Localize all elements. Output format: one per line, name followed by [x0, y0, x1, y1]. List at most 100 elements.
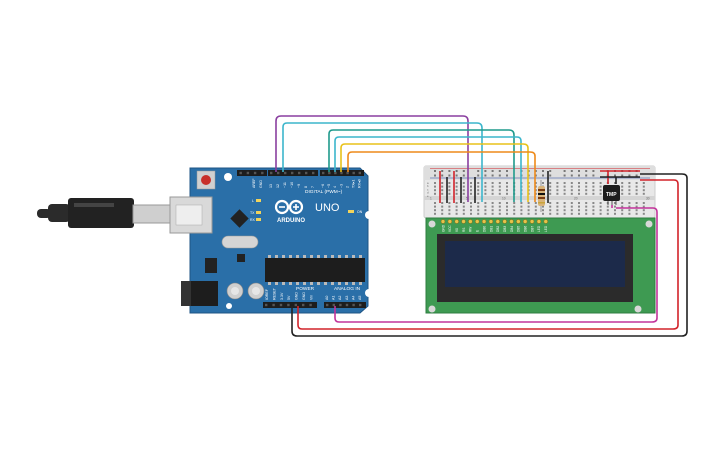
rail-hole: [549, 174, 552, 177]
breadboard-hole: [455, 182, 458, 184]
breadboard-hole: [448, 192, 451, 195]
breadboard-hole: [585, 189, 588, 192]
breadboard-hole: [570, 192, 573, 195]
header-hole: [253, 171, 257, 175]
breadboard-hole: [606, 212, 609, 215]
wire-cyan-lcd-2: [334, 136, 522, 202]
breadboard-hole: [513, 205, 516, 208]
breadboard-hole: [563, 202, 566, 204]
breadboard-hole: [585, 202, 588, 204]
pin-label-analog: A5: [358, 296, 362, 300]
resistor-band: [538, 189, 545, 191]
breadboard-hole: [614, 202, 616, 204]
breadboard-hole: [506, 209, 508, 212]
breadboard-hole: [621, 202, 624, 204]
pin-label-aref: AREF: [252, 178, 256, 188]
resistor[interactable]: [538, 180, 545, 212]
breadboard-hole: [498, 192, 501, 195]
chip-pin: [324, 282, 327, 285]
wire-teal-lcd: [328, 129, 515, 202]
crystal-oscillator: [221, 235, 259, 249]
rail-hole: [434, 174, 436, 177]
pin-label-power: 3.3V: [280, 292, 284, 300]
pin-label-digital: ~5: [327, 184, 331, 188]
breadboard-hole: [628, 205, 631, 208]
chip-pin: [352, 282, 355, 285]
breadboard-hole: [491, 205, 494, 208]
lcd-pin-label: DB2: [496, 226, 500, 232]
breadboard-hole: [441, 209, 444, 212]
rail-hole: [491, 170, 494, 172]
breadboard-hole: [563, 209, 566, 212]
mounting-hole: [365, 211, 373, 219]
arduino-logo: [274, 199, 304, 215]
tmp36-sensor[interactable]: TMP: [603, 185, 620, 205]
breadboard-column-number: 20: [574, 197, 578, 201]
breadboard-hole: [563, 185, 566, 188]
pin-label-digital: TX▸1: [352, 180, 356, 188]
header-aref-gnd: [237, 170, 267, 176]
breadboard-hole: [434, 205, 436, 208]
breadboard-hole: [592, 182, 595, 184]
usb-controller-chip: [230, 209, 249, 228]
breadboard-hole: [534, 205, 537, 208]
rail-hole: [585, 174, 588, 177]
rail-hole: [614, 174, 616, 177]
breadboard-hole: [549, 202, 552, 204]
breadboard-hole: [635, 182, 638, 184]
breadboard-hole: [585, 205, 588, 208]
breadboard-hole: [592, 212, 595, 215]
breadboard-hole: [484, 209, 487, 212]
breadboard-hole: [462, 212, 465, 215]
breadboard-hole: [635, 192, 638, 195]
breadboard-hole: [578, 189, 580, 192]
header-hole: [352, 171, 355, 175]
usb-cable-end: [37, 209, 51, 218]
breadboard-hole: [592, 205, 595, 208]
l-led: [256, 199, 261, 202]
breadboard-hole: [470, 192, 472, 195]
chip-pin: [296, 255, 299, 258]
breadboard-hole: [498, 182, 501, 184]
lcd-screen: [445, 241, 625, 287]
lcd-mount-hole: [634, 305, 642, 313]
breadboard-hole: [628, 202, 631, 204]
breadboard-hole: [477, 182, 480, 184]
pin-label-analog: A4: [351, 296, 355, 300]
usb-cable[interactable]: [37, 198, 174, 228]
breadboard-hole: [563, 205, 566, 208]
breadboard-hole: [506, 185, 508, 188]
breadboard-row-letter: c: [427, 187, 429, 191]
header-hole: [339, 303, 342, 307]
breadboard-hole: [599, 212, 602, 215]
atmega328-chip: [265, 258, 365, 282]
breadboard-hole: [491, 189, 494, 192]
breadboard-hole: [441, 202, 444, 204]
chip-pin: [275, 282, 278, 285]
breadboard-hole: [477, 185, 480, 188]
pin-label-digital: 7: [311, 186, 315, 188]
breadboard-hole: [520, 205, 523, 208]
resistor-band: [538, 202, 545, 204]
breadboard-hole: [556, 182, 559, 184]
breadboard-hole: [477, 202, 480, 204]
lcd-pin: [495, 219, 501, 224]
breadboard-hole: [462, 205, 465, 208]
chip-pin: [268, 282, 271, 285]
lcd-pin-label: RW: [469, 227, 473, 232]
breadboard-hole: [484, 189, 487, 192]
header-hole: [326, 303, 329, 307]
breadboard-hole: [549, 205, 552, 208]
rx-led-label: RX: [250, 218, 256, 222]
breadboard-hole: [570, 185, 573, 188]
header-hole: [287, 303, 290, 307]
lcd-mount-hole: [645, 220, 653, 228]
arduino-uno-board[interactable]: ARDUINO UNO DIGITAL (PWM~) POWER ANALOG …: [169, 167, 373, 314]
breadboard-hole: [462, 192, 465, 195]
lcd-pin-label: E: [476, 230, 480, 232]
breadboard-hole: [542, 212, 544, 215]
breadboard-hole: [462, 202, 465, 204]
board-model-label: UNO: [315, 202, 340, 214]
breadboard-hole: [462, 185, 465, 188]
